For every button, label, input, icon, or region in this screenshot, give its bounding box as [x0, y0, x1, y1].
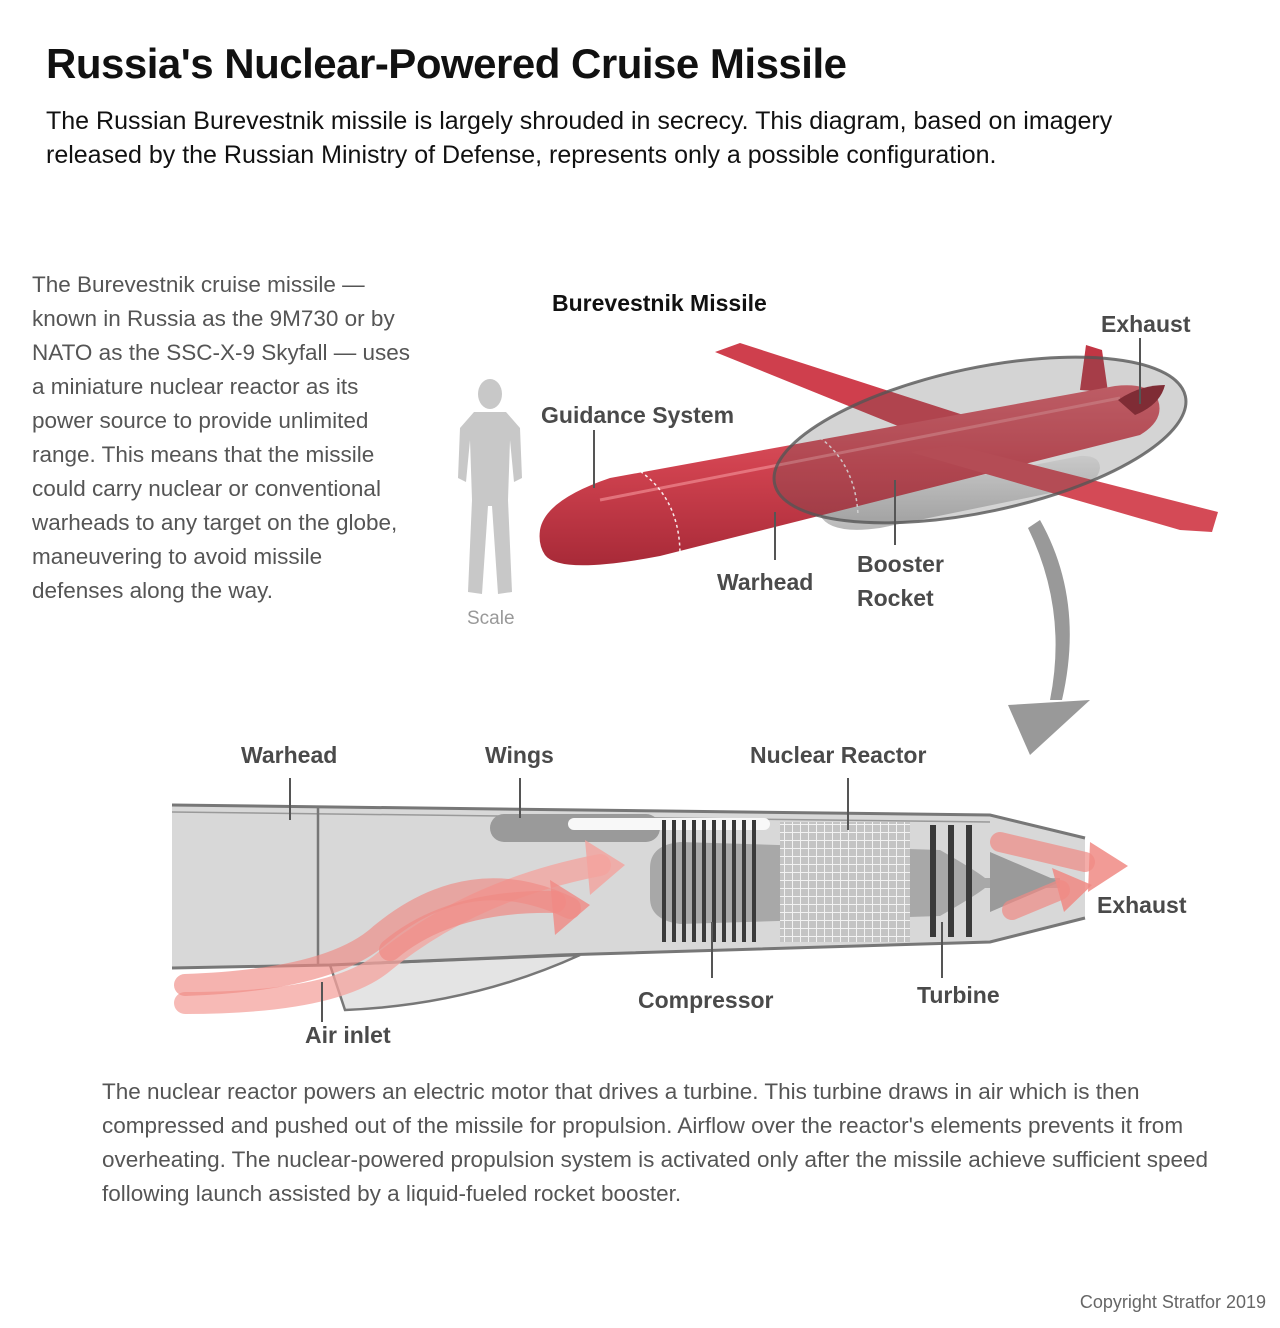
lower-wing — [910, 445, 1218, 532]
label-compressor: Compressor — [638, 987, 774, 1013]
label-turbine: Turbine — [917, 982, 1000, 1008]
label-guidance-system: Guidance System — [541, 402, 734, 428]
label-booster-line1: Booster — [857, 551, 944, 577]
cutaway-view: Warhead Wings Nuclear Reactor Exhaust Co… — [171, 742, 1187, 1048]
label-cutaway-warhead: Warhead — [241, 742, 337, 768]
turbine-blades — [930, 825, 972, 937]
human-scale-silhouette — [458, 379, 522, 594]
nuclear-reactor-core — [780, 822, 910, 942]
label-scale: Scale — [467, 608, 515, 629]
page-subtitle: The Russian Burevestnik missile is large… — [46, 107, 1113, 169]
exterior-view: Burevestnik Missile Guidance System Exha… — [458, 290, 1218, 629]
label-air-inlet: Air inlet — [305, 1022, 391, 1048]
reactor-highlight-ellipse — [772, 355, 1188, 525]
label-nuclear-reactor: Nuclear Reactor — [750, 742, 926, 768]
exterior-title: Burevestnik Missile — [552, 290, 767, 316]
exhaust-nozzle — [1118, 385, 1165, 415]
copyright-text: Copyright Stratfor 2019 — [1079, 1292, 1266, 1312]
zoom-arrow — [1008, 520, 1090, 755]
intro-paragraph: The Burevestnik cruise missile — known i… — [32, 272, 411, 603]
label-cutaway-exhaust: Exhaust — [1097, 892, 1187, 918]
footer-paragraph: The nuclear reactor powers an electric m… — [102, 1079, 1209, 1206]
label-exterior-warhead: Warhead — [717, 569, 813, 595]
airflow-arrows — [174, 832, 1128, 1014]
label-booster-line2: Rocket — [857, 585, 934, 611]
label-exterior-exhaust: Exhaust — [1101, 311, 1191, 337]
label-wings: Wings — [485, 742, 554, 768]
page-title: Russia's Nuclear-Powered Cruise Missile — [46, 40, 847, 87]
compressor-blades — [662, 820, 756, 942]
